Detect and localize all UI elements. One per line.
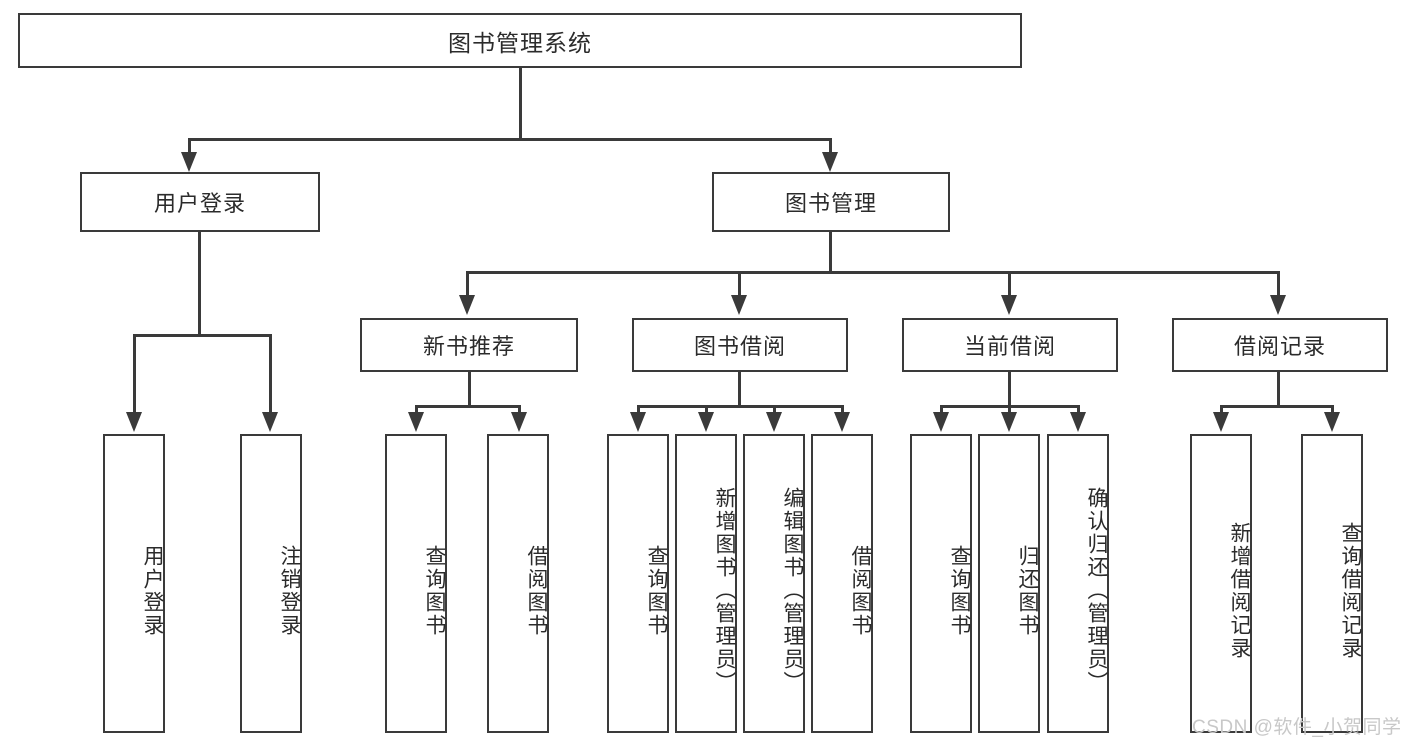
connector-current-borrow-stem (1008, 372, 1011, 408)
leaf-query-book-current[interactable]: 查询图书 (910, 434, 972, 733)
connector-book-borrow-stem (738, 372, 741, 408)
arrowhead-to-current-borrow (1001, 295, 1017, 315)
leaf-borrow-book[interactable]: 借阅图书 (811, 434, 873, 733)
connector-user-login-drop-1 (133, 334, 136, 416)
connector-level3-bus (466, 271, 1280, 274)
connector-new-book-stem (468, 372, 471, 408)
arrowhead-to-book-management (822, 152, 838, 172)
connector-new-book-drop-1 (415, 405, 418, 417)
connector-book-borrow-drop-2 (705, 405, 708, 417)
connector-book-borrow-drop-4 (841, 405, 844, 417)
connector-new-book-bus (415, 405, 521, 408)
node-book-borrow[interactable]: 图书借阅 (632, 318, 848, 372)
connector-borrow-record-drop-1 (1220, 405, 1223, 417)
connector-level3-drop-4 (1277, 271, 1280, 299)
connector-user-login-drop-2 (269, 334, 272, 416)
connector-root-drop-right (829, 138, 832, 160)
arrowhead-book-borrow-leaf-4 (834, 412, 850, 432)
leaf-borrow-book-recommend[interactable]: 借阅图书 (487, 434, 549, 733)
connector-book-management-stem (829, 232, 832, 274)
node-current-borrow[interactable]: 当前借阅 (902, 318, 1118, 372)
connector-book-borrow-bus (637, 405, 843, 408)
arrowhead-user-login-leaf-1 (126, 412, 142, 432)
arrowhead-to-user-login (181, 152, 197, 172)
arrowhead-book-borrow-leaf-1 (630, 412, 646, 432)
arrowhead-to-new-book-recommend (459, 295, 475, 315)
connector-root-stem (519, 68, 522, 140)
connector-root-bus (188, 138, 832, 141)
connector-level3-drop-1 (466, 271, 469, 299)
arrowhead-current-borrow-leaf-2 (1001, 412, 1017, 432)
leaf-query-book-recommend[interactable]: 查询图书 (385, 434, 447, 733)
arrowhead-current-borrow-leaf-1 (933, 412, 949, 432)
node-new-book-recommend[interactable]: 新书推荐 (360, 318, 578, 372)
connector-level3-drop-3 (1008, 271, 1011, 299)
leaf-add-borrow-record[interactable]: 新增借阅记录 (1190, 434, 1252, 733)
leaf-user-login[interactable]: 用户登录 (103, 434, 165, 733)
node-book-management[interactable]: 图书管理 (712, 172, 950, 232)
connector-user-login-stem (198, 232, 201, 337)
leaf-query-book-borrow[interactable]: 查询图书 (607, 434, 669, 733)
connector-borrow-record-bus (1220, 405, 1334, 408)
connector-current-borrow-drop-1 (940, 405, 943, 417)
connector-current-borrow-drop-3 (1077, 405, 1080, 417)
node-library-management-system[interactable]: 图书管理系统 (18, 13, 1022, 68)
connector-book-borrow-drop-1 (637, 405, 640, 417)
arrowhead-current-borrow-leaf-3 (1070, 412, 1086, 432)
connector-current-borrow-drop-2 (1008, 405, 1011, 417)
csdn-watermark: CSDN @软件_小贺同学 (1192, 717, 1402, 738)
arrowhead-user-login-leaf-2 (262, 412, 278, 432)
leaf-confirm-return-admin[interactable]: 确认归还（管理员） (1047, 434, 1109, 733)
arrowhead-book-borrow-leaf-2 (698, 412, 714, 432)
arrowhead-to-book-borrow (731, 295, 747, 315)
leaf-return-book[interactable]: 归还图书 (978, 434, 1040, 733)
connector-book-borrow-drop-3 (773, 405, 776, 417)
connector-borrow-record-drop-2 (1331, 405, 1334, 417)
leaf-edit-book-admin[interactable]: 编辑图书（管理员） (743, 434, 805, 733)
leaf-query-borrow-record[interactable]: 查询借阅记录 (1301, 434, 1363, 733)
node-borrow-record[interactable]: 借阅记录 (1172, 318, 1388, 372)
connector-borrow-record-stem (1277, 372, 1280, 408)
arrowhead-new-book-leaf-1 (408, 412, 424, 432)
arrowhead-borrow-record-leaf-2 (1324, 412, 1340, 432)
leaf-add-book-admin[interactable]: 新增图书（管理员） (675, 434, 737, 733)
connector-user-login-bus (133, 334, 271, 337)
connector-root-drop-left (188, 138, 191, 160)
leaf-logout[interactable]: 注销登录 (240, 434, 302, 733)
arrowhead-to-borrow-record (1270, 295, 1286, 315)
arrowhead-new-book-leaf-2 (511, 412, 527, 432)
arrowhead-book-borrow-leaf-3 (766, 412, 782, 432)
connector-level3-drop-2 (738, 271, 741, 299)
arrowhead-borrow-record-leaf-1 (1213, 412, 1229, 432)
connector-new-book-drop-2 (518, 405, 521, 417)
node-user-login[interactable]: 用户登录 (80, 172, 320, 232)
